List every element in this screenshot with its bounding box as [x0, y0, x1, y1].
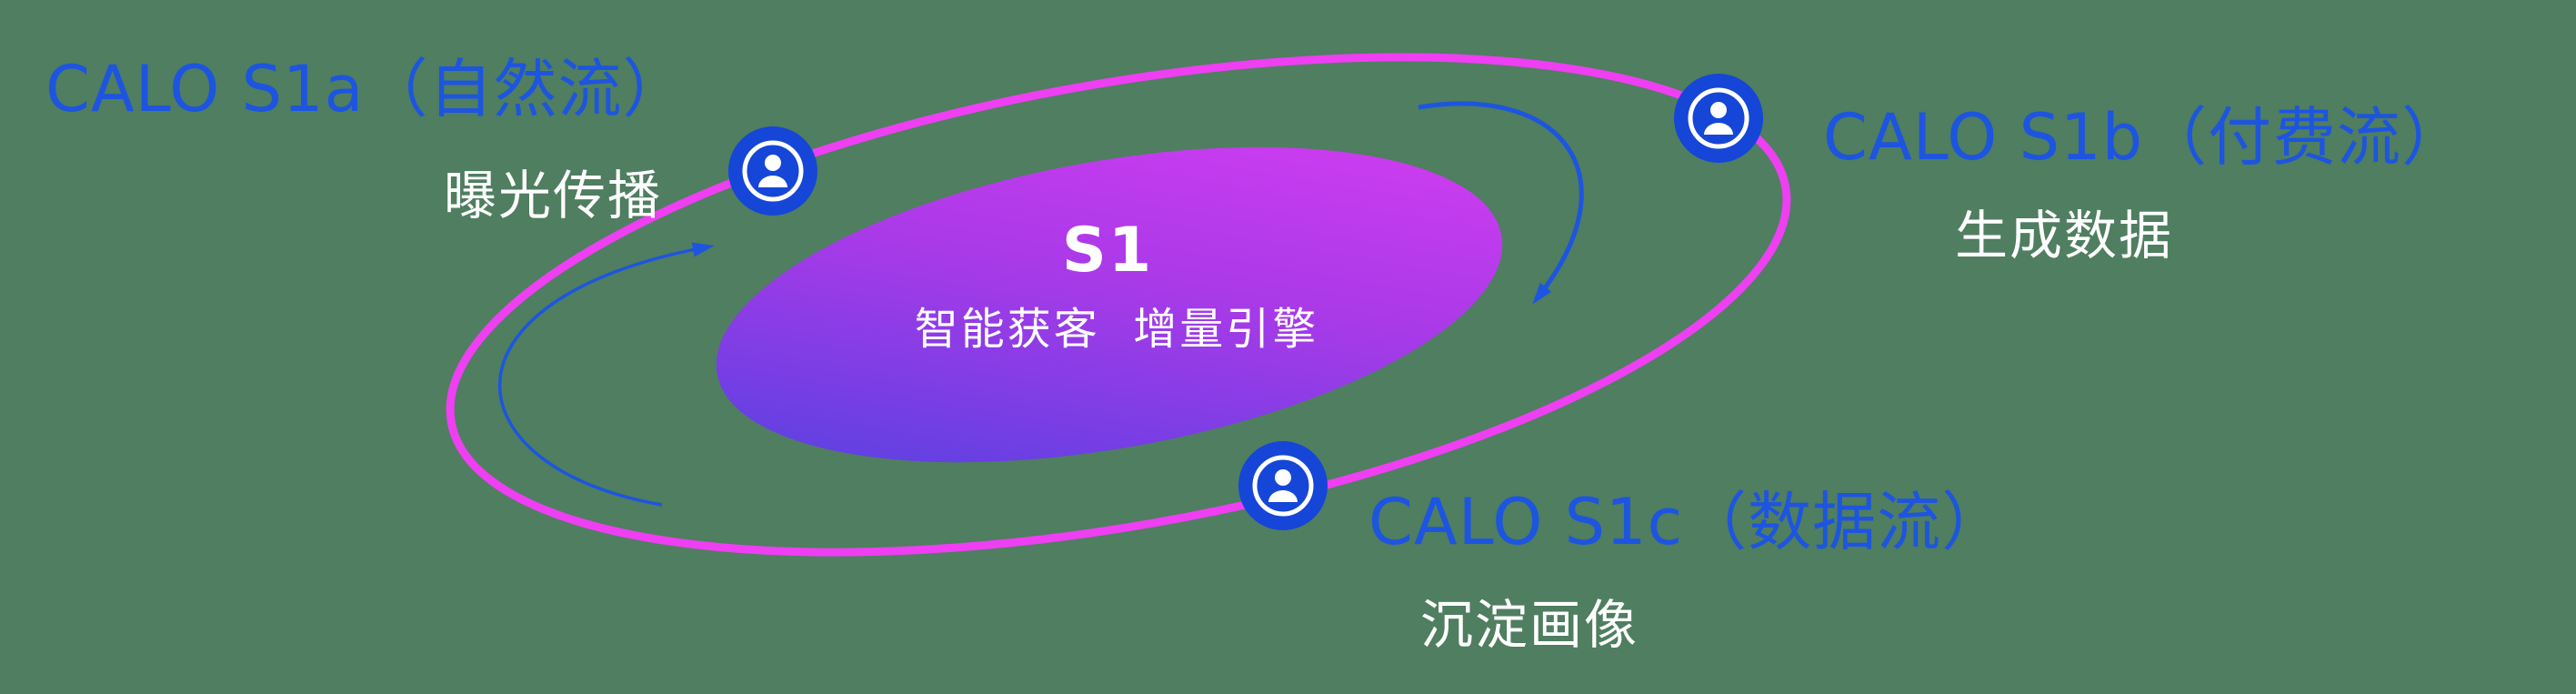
flow-arrow-right-icon	[1418, 101, 1584, 305]
core-ellipse	[716, 146, 1503, 463]
flow-arrow-left-icon	[498, 242, 715, 507]
person-icon	[727, 126, 818, 216]
person-icon	[1673, 73, 1764, 164]
core-subtitle: 智能获客 增量引擎	[914, 304, 1319, 355]
person-icon	[1238, 440, 1328, 531]
label-s1b-subtitle: 生成数据	[1955, 205, 2174, 267]
label-s1c-subtitle: 沉淀画像	[1420, 594, 1639, 656]
label-s1a-subtitle: 曝光传播	[444, 165, 663, 226]
core-title: S1	[1061, 215, 1154, 287]
label-s1a-title: CALO S1a（自然流）	[45, 52, 687, 126]
orbit-ellipse	[446, 53, 1791, 557]
label-s1b-title: CALO S1b（付费流）	[1823, 100, 2467, 175]
label-s1c-title: CALO S1c（数据流）	[1368, 485, 2007, 559]
